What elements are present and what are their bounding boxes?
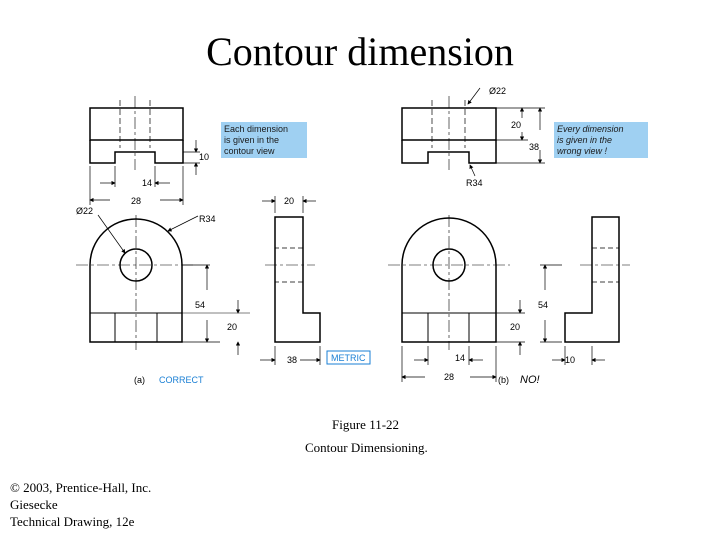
contour-dimension-figure: 10 14 28 Each dimension is given in the … <box>76 86 648 386</box>
copyright-line1: © 2003, Prentice-Hall, Inc. <box>10 480 152 495</box>
figure-number: Figure 11-22 <box>332 417 400 432</box>
top-view-wrong <box>401 96 497 170</box>
figure-caption: Contour Dimensioning. <box>305 440 428 455</box>
dim-20-b-top: 20 <box>511 120 521 130</box>
label-b: (b) <box>498 375 509 385</box>
note-correct-box <box>221 122 307 158</box>
label-no: NO! <box>520 374 540 386</box>
label-metric: METRIC <box>331 353 366 363</box>
dim-dia22-a: Ø22 <box>76 206 93 216</box>
note-wrong-line2: is given in the <box>557 135 612 145</box>
top-view-correct <box>89 96 184 170</box>
dim-38-b: 38 <box>529 142 539 152</box>
dim-r34-b: R34 <box>466 178 483 188</box>
note-wrong-line3: wrong view ! <box>557 146 608 156</box>
dim-20-a: 20 <box>227 322 237 332</box>
dim-54-a: 54 <box>195 300 205 310</box>
front-view-wrong <box>388 215 510 350</box>
dim-20-side-a: 20 <box>284 196 294 206</box>
dim-10: 10 <box>199 152 209 162</box>
note-correct-line3: contour view <box>224 146 275 156</box>
dim-14: 14 <box>142 178 152 188</box>
dim-28-b: 28 <box>444 372 454 382</box>
dim-54-b: 54 <box>538 300 548 310</box>
copyright-line3: Technical Drawing, 12e <box>10 514 135 529</box>
dim-dia22-b: Ø22 <box>489 86 506 96</box>
dim-r34-a: R34 <box>199 214 216 224</box>
side-view-wrong <box>564 216 630 343</box>
note-wrong-line1: Every dimension <box>557 124 624 134</box>
front-view-correct <box>76 215 196 350</box>
page-title: Contour dimension <box>206 29 514 74</box>
metric-box <box>326 350 371 365</box>
side-view-correct <box>265 216 321 343</box>
copyright-line2: Giesecke <box>10 497 58 512</box>
dim-28: 28 <box>131 196 141 206</box>
label-a: (a) <box>134 375 145 385</box>
label-correct: CORRECT <box>159 375 204 385</box>
note-correct-line2: is given in the <box>224 135 279 145</box>
note-wrong-box <box>554 122 648 158</box>
dim-14-b: 14 <box>455 353 465 363</box>
dim-10-b: 10 <box>565 355 575 365</box>
dim-20-b: 20 <box>510 322 520 332</box>
dim-38-a: 38 <box>287 355 297 365</box>
note-correct-line1: Each dimension <box>224 124 288 134</box>
